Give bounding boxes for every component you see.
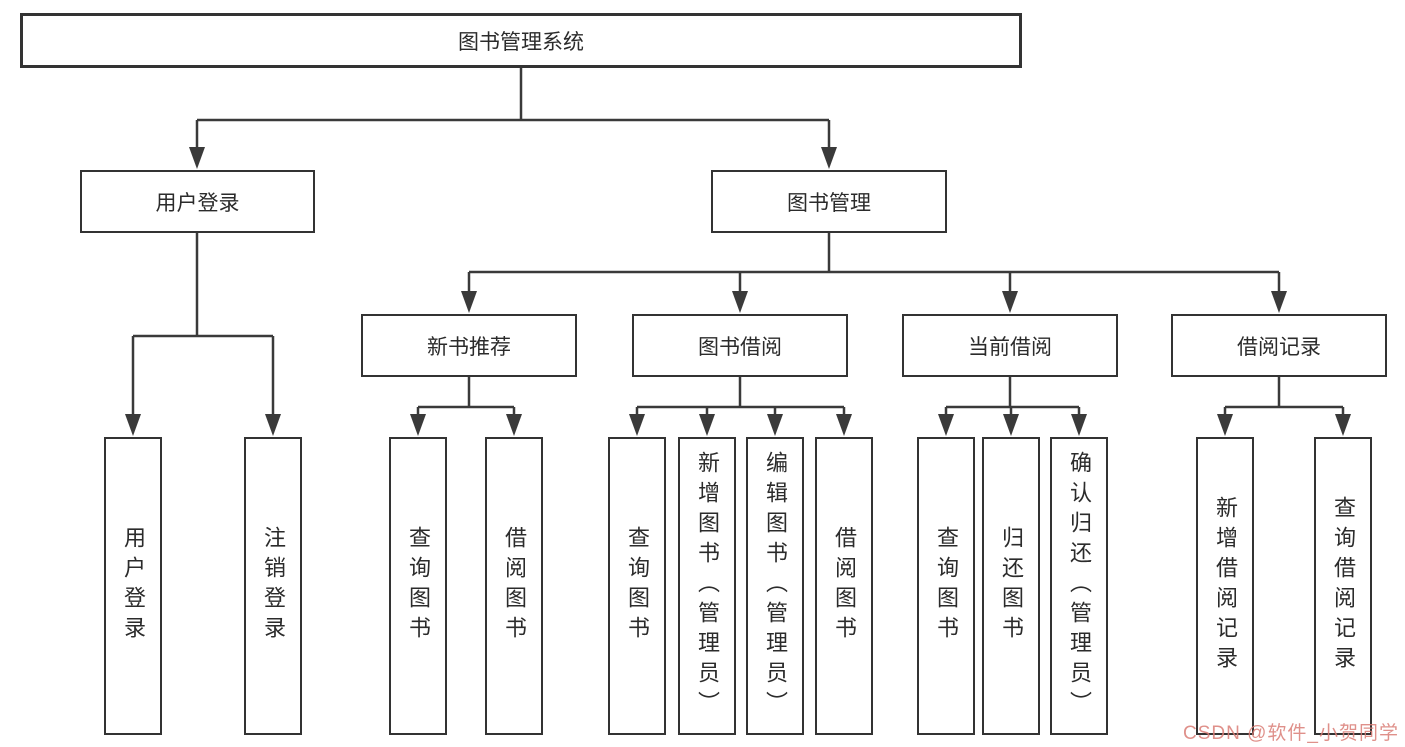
leaf-query-borrow-record: 查询借阅记录 [1314, 437, 1372, 735]
arrowhead-icon [461, 291, 477, 313]
connector-path-5 [944, 376, 1081, 415]
leaf-confirm-return-admin: 确认归还（管理员） [1050, 437, 1108, 735]
leaf-label: 查询借阅记录 [1331, 496, 1356, 676]
arrowhead-icon [189, 147, 205, 169]
node-user-login: 用户登录 [80, 170, 315, 233]
leaf-query-books-recommend: 查询图书 [389, 437, 447, 735]
arrowhead-icon [821, 147, 837, 169]
arrowhead-icon [1271, 291, 1287, 313]
leaf-label: 借阅图书 [502, 526, 527, 646]
leaf-label: 借阅图书 [832, 526, 857, 646]
leaf-label: 注销登录 [261, 526, 286, 646]
node-label: 图书借阅 [698, 335, 782, 359]
node-label: 用户登录 [155, 191, 240, 215]
leaf-label: 用户登录 [121, 526, 146, 646]
leaf-query-books-current: 查询图书 [917, 437, 975, 735]
leaf-label: 确认归还（管理员） [1067, 451, 1092, 721]
leaf-user-login: 用户登录 [104, 437, 162, 735]
connector-path-1 [131, 232, 275, 415]
arrowhead-icon [1335, 414, 1351, 436]
leaf-add-borrow-record: 新增借阅记录 [1196, 437, 1254, 735]
node-book-management: 图书管理 [711, 170, 947, 233]
node-label: 借阅记录 [1237, 335, 1321, 359]
node-label: 图书管理 [787, 191, 871, 215]
node-library-system: 图书管理系统 [20, 13, 1022, 68]
leaf-label: 查询图书 [625, 526, 650, 646]
node-label: 新书推荐 [427, 335, 511, 359]
node-borrow-records: 借阅记录 [1171, 314, 1387, 377]
leaf-label: 归还图书 [999, 526, 1024, 646]
arrowhead-icon [699, 414, 715, 436]
leaf-label: 查询图书 [406, 526, 431, 646]
node-book-borrow: 图书借阅 [632, 314, 848, 377]
leaf-add-books-admin: 新增图书（管理员） [678, 437, 736, 735]
node-label: 当前借阅 [968, 335, 1052, 359]
arrowhead-icon [1217, 414, 1233, 436]
connector-path-4 [635, 376, 846, 415]
arrowhead-icon [125, 414, 141, 436]
leaf-label: 编辑图书（管理员） [763, 451, 788, 721]
leaf-edit-books-admin: 编辑图书（管理员） [746, 437, 804, 735]
leaf-return-books: 归还图书 [982, 437, 1040, 735]
arrowhead-icon [767, 414, 783, 436]
leaf-label: 查询图书 [934, 526, 959, 646]
arrowhead-icon [410, 414, 426, 436]
connector-path-3 [416, 376, 516, 415]
arrowhead-icon [506, 414, 522, 436]
node-label: 图书管理系统 [458, 30, 584, 54]
connector-path-6 [1223, 376, 1345, 415]
arrowhead-icon [836, 414, 852, 436]
arrowhead-icon [1002, 291, 1018, 313]
connector-path-2 [467, 232, 1281, 292]
leaf-query-books-borrow: 查询图书 [608, 437, 666, 735]
node-new-book-recommend: 新书推荐 [361, 314, 577, 377]
arrowhead-icon [732, 291, 748, 313]
leaf-label: 新增图书（管理员） [695, 451, 720, 721]
arrowhead-icon [938, 414, 954, 436]
csdn-watermark: CSDN @软件_小贺同学 [1183, 723, 1399, 744]
connector-path-0 [195, 66, 831, 148]
arrowhead-icon [1071, 414, 1087, 436]
arrowhead-icon [629, 414, 645, 436]
leaf-label: 新增借阅记录 [1213, 496, 1238, 676]
arrowhead-icon [1003, 414, 1019, 436]
leaf-borrow-books: 借阅图书 [815, 437, 873, 735]
leaf-borrow-books-recommend: 借阅图书 [485, 437, 543, 735]
node-current-borrow: 当前借阅 [902, 314, 1118, 377]
leaf-logout: 注销登录 [244, 437, 302, 735]
arrowhead-icon [265, 414, 281, 436]
